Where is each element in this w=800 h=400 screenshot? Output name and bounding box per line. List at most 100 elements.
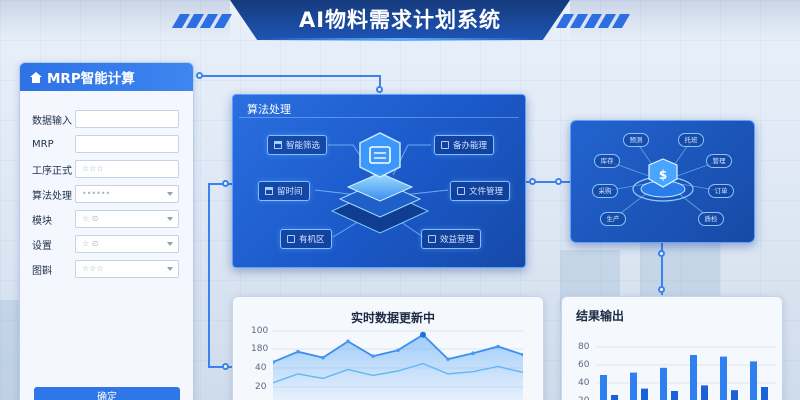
field-label: 工序正式 xyxy=(32,165,72,177)
data-point[interactable] xyxy=(321,355,325,360)
header-stripes-left xyxy=(171,14,233,28)
y-tick-label: 80 xyxy=(578,342,590,352)
connector-dot xyxy=(376,86,383,93)
connector-line xyxy=(208,366,232,368)
network-node[interactable]: 库存 xyxy=(594,154,620,168)
y-tick-label: 60 xyxy=(578,360,590,370)
chip-label: 留时间 xyxy=(277,187,303,197)
bar[interactable] xyxy=(731,390,738,400)
data-point[interactable] xyxy=(273,360,275,364)
chip-label: 有机区 xyxy=(299,235,325,245)
field-label: 模块 xyxy=(32,215,52,227)
chevron-down-icon xyxy=(167,217,173,221)
data-input-field[interactable] xyxy=(75,110,179,128)
data-point[interactable] xyxy=(521,352,523,357)
data-point[interactable] xyxy=(296,349,300,354)
connector-dot xyxy=(658,286,665,293)
chevron-down-icon xyxy=(167,192,173,196)
bar[interactable] xyxy=(720,356,727,400)
form-row-process: 工序正式 ☆☆☆ xyxy=(32,160,179,178)
area-fill xyxy=(273,334,523,400)
header: AI物料需求计划系统 xyxy=(0,0,800,44)
chip-file-management[interactable]: 文件管理 xyxy=(450,181,511,201)
bar[interactable] xyxy=(690,355,697,400)
chip-standby[interactable]: 备办能理 xyxy=(434,135,495,155)
form-row-mrp: MRP xyxy=(32,135,179,153)
series-line xyxy=(273,362,523,384)
live-area-chart xyxy=(273,330,523,400)
chevron-down-icon xyxy=(167,242,173,246)
settings-select-value: ☆ ⊙ xyxy=(82,239,99,248)
algorithm-select[interactable]: •••••• xyxy=(75,185,179,203)
data-point[interactable] xyxy=(346,339,350,344)
live-data-title: 实时数据更新中 xyxy=(351,311,436,325)
y-tick-label: 40 xyxy=(578,378,590,388)
module-select[interactable]: ☆ ⊙ xyxy=(75,210,179,228)
form-row-chart: 图斟 ☆☆☆ xyxy=(32,260,179,278)
divider xyxy=(239,117,519,118)
chevron-down-icon xyxy=(167,267,173,271)
mrp-calc-panel: MRP智能计算 数据输入 MRP 工序正式 ☆☆☆ 算法处理 •••••• 模块… xyxy=(19,62,194,400)
bar[interactable] xyxy=(761,387,768,400)
chip-label: 文件管理 xyxy=(469,187,504,197)
page-title: AI物料需求计划系统 xyxy=(298,8,502,32)
field-label: 图斟 xyxy=(32,265,52,277)
data-point[interactable] xyxy=(496,344,500,349)
connector-dot xyxy=(222,363,229,370)
mrp-field[interactable] xyxy=(75,135,179,153)
data-point[interactable] xyxy=(396,348,400,353)
chip-label: 效益营理 xyxy=(440,235,475,245)
result-output-panel: 结果输出 80 60 40 20 xyxy=(561,296,783,400)
confirm-button[interactable]: 确定 xyxy=(34,387,180,400)
chart-select-value: ☆☆☆ xyxy=(82,264,104,273)
bar[interactable] xyxy=(671,391,678,400)
settings-select[interactable]: ☆ ⊙ xyxy=(75,235,179,253)
chip-smart-filter[interactable]: 智能筛选 xyxy=(267,135,328,155)
form-row-settings: 设置 ☆ ⊙ xyxy=(32,235,179,253)
data-point[interactable] xyxy=(371,354,375,358)
connector-line xyxy=(200,75,380,77)
network-node[interactable]: 托班 xyxy=(678,133,704,147)
y-tick-label: 100 xyxy=(251,326,269,336)
data-point[interactable] xyxy=(446,357,450,361)
header-glow-line xyxy=(260,38,540,41)
bar[interactable] xyxy=(660,367,667,400)
field-label: 设置 xyxy=(32,240,52,252)
network-node[interactable]: 生产 xyxy=(600,212,626,226)
form-row-module: 模块 ☆ ⊙ xyxy=(32,210,179,228)
bar[interactable] xyxy=(600,375,607,400)
chip-label: 备办能理 xyxy=(453,141,488,151)
svg-text:$: $ xyxy=(659,168,667,182)
chart-select[interactable]: ☆☆☆ xyxy=(75,260,179,278)
bar[interactable] xyxy=(611,395,618,400)
result-bar-chart xyxy=(596,346,776,400)
chip-organic-zone[interactable]: 有机区 xyxy=(280,229,332,249)
bar[interactable] xyxy=(750,361,757,400)
connector-dot xyxy=(222,180,229,187)
network-node[interactable]: 质检 xyxy=(698,212,724,226)
network-node[interactable]: 管理 xyxy=(706,154,732,168)
live-data-panel: 实时数据更新中 100 180 40 20 xyxy=(232,296,544,400)
process-field[interactable]: ☆☆☆ xyxy=(75,160,179,178)
connector-line xyxy=(661,243,663,295)
connector-line xyxy=(208,183,232,185)
bar[interactable] xyxy=(630,372,637,400)
network-node[interactable]: 订单 xyxy=(708,184,734,198)
field-label: 算法处理 xyxy=(32,190,72,202)
chip-label: 智能筛选 xyxy=(286,141,321,151)
doc-icon xyxy=(287,235,295,243)
algorithm-select-value: •••••• xyxy=(82,189,111,198)
network-panel: $ 预测 托班 库存 管理 采购 订单 生产 质检 xyxy=(570,120,755,243)
network-node[interactable]: 预测 xyxy=(623,133,649,147)
bar[interactable] xyxy=(701,385,708,400)
chip-efficiency[interactable]: 效益营理 xyxy=(421,229,482,249)
network-node[interactable]: 采购 xyxy=(592,184,618,198)
bar[interactable] xyxy=(641,388,648,400)
data-point[interactable] xyxy=(471,351,475,355)
mrp-calc-header: MRP智能计算 xyxy=(20,63,193,91)
y-tick-label: 20 xyxy=(255,382,267,392)
header-bar xyxy=(230,0,570,40)
chip-time[interactable]: 留时间 xyxy=(258,181,310,201)
data-point[interactable] xyxy=(420,331,426,338)
algorithm-panel: 算法处理 智能筛选 备办能理 留时间 文件管理 有机区 效益营理 xyxy=(232,94,526,268)
